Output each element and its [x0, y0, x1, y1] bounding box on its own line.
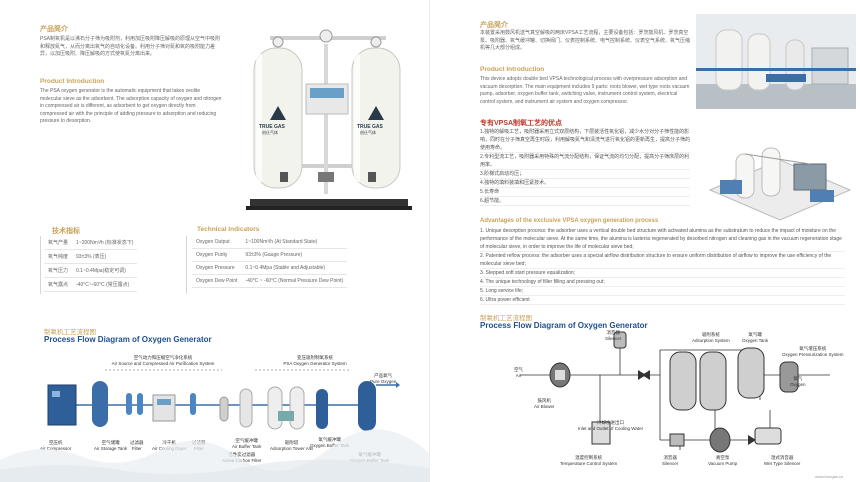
right-intro-title-en: Product Introduction — [480, 66, 545, 73]
list-item: 1. Unique desorption process: the adsorb… — [480, 227, 845, 252]
table-row: Oxygen Dew Point-40°C ~ -60°C (Normal Pr… — [192, 274, 348, 288]
machine-brand-right: TRUE GAS — [357, 124, 383, 130]
spec-key: Oxygen Pressure — [192, 261, 242, 275]
spec-value: 1~200Nm³/h (标准状态下) — [72, 236, 138, 250]
psa-oxygen-generator-image — [246, 29, 412, 210]
spec-value: 1~100Nm³/h (At Standard State) — [241, 236, 348, 249]
advantages-list-cn: 1.独特的解吸工艺，吸附器采用立式双层结构，下层装活性氧化铝，减少水分对分子筛性… — [480, 128, 690, 206]
vpsa-plant-photo — [696, 14, 856, 109]
flow-title-cn-left: 制氧机工艺流程图 — [44, 329, 96, 336]
spec-key: Oxygen Purity — [192, 248, 242, 262]
list-item: 2.专利型流工艺，吸附器采用特殊的气流分配结构，保证气流的均匀分配，提高分子筛床… — [480, 154, 690, 170]
intro-title-cn: 产品简介 — [40, 26, 68, 33]
specs-title-cn: 技术指标 — [52, 228, 80, 235]
advantages-title-cn: 专有VPSA制氧工艺的优点 — [480, 120, 563, 127]
flow-title-en-left: Process Flow Diagram of Oxygen Generator — [44, 335, 212, 344]
right-page: 产品简介 本装置采用鼓风机送气真空解吸的两床VPSA工艺流程，主要设备包括：罗茨… — [430, 0, 860, 482]
list-item: 3. Stepped soft start pressure equalizat… — [480, 269, 845, 278]
right-intro-title-cn: 产品简介 — [480, 22, 508, 29]
right-flow-diagram — [520, 331, 830, 453]
left-page: 产品简介 PSA制氧机是以沸石分子筛为吸附剂，利用加压吸附降压解吸的原理从空气中… — [0, 26, 430, 482]
table-row: 氧气露点-40°C~-60°C (常压露点) — [44, 277, 138, 292]
spec-key: 氧气纯度 — [44, 249, 73, 264]
spec-key: 氧气压力 — [44, 263, 73, 278]
vpsa-equipment-3d — [708, 147, 852, 221]
list-item: 4.独特的填料装填和压紧技术。 — [480, 179, 690, 188]
spec-value: 0.1~0.4Mpa(稳定可调) — [72, 263, 138, 278]
list-item: 6.超节能。 — [480, 197, 690, 206]
spec-value: 93±3% (Gauge Pressure) — [241, 248, 348, 262]
right-intro-body-cn: 本装置采用鼓风机送气真空解吸的两床VPSA工艺流程，主要设备包括：罗茨鼓风机、罗… — [480, 30, 691, 51]
section-air-label: 空气动力和压缩空气净化系统 Air Source and Compressed … — [111, 355, 215, 366]
list-item: 2. Patented reflow process: the adsorber… — [480, 252, 845, 269]
left-flow-diagram — [47, 369, 400, 431]
intro-body-en: The PSA oxygen generator is the automati… — [40, 88, 222, 124]
specs-divider-en — [186, 236, 187, 294]
list-item: 6. Ultra power efficient — [480, 296, 845, 305]
list-item: 1.独特的解吸工艺，吸附器采用立式双层结构，下层装活性氧化铝，减少水分对分子筛性… — [480, 129, 691, 153]
pure-oxygen-label: 产品氧气 Pure Oxygen — [370, 373, 397, 384]
advantages-list-en: 1. Unique desorption process: the adsorb… — [480, 227, 845, 305]
spec-key: Oxygen Dew Point — [192, 274, 242, 288]
list-item: 5.长寿命 — [480, 188, 690, 197]
section-psa-label: 变压吸附制氧系统 PSA Oxygen Generator System — [283, 355, 347, 366]
machine-brand-left: TRUE GAS — [259, 124, 285, 130]
spec-key: 氧气露点 — [44, 277, 73, 292]
list-item: 3.阶梯式启动均压； — [480, 170, 690, 179]
footer-url: www.truegas.cn — [815, 474, 844, 479]
advantages-title-en: Advantages of the exclusive VPSA oxygen … — [480, 218, 659, 224]
intro-title-en: Product Introduction — [40, 78, 105, 85]
right-intro-body-en: This device adopts double bed VPSA techn… — [480, 76, 690, 105]
flow-title-cn-right: 制氧机工艺流程图 — [480, 315, 532, 322]
specs-divider-cn — [40, 236, 41, 294]
list-item: 5. Long service life; — [480, 287, 845, 296]
decorative-landscape — [0, 429, 430, 482]
spec-value: -40°C ~ -60°C (Normal Pressure Dew Point… — [241, 274, 348, 288]
spec-key: Oxygen Output — [192, 236, 242, 249]
specs-title-en: Technical Indicators — [197, 226, 260, 233]
spec-value: -40°C~-60°C (常压露点) — [72, 277, 138, 292]
machine-brand-cn-left: 创仕气体 — [262, 130, 278, 135]
spec-key: 氧气产量 — [44, 236, 73, 250]
machine-brand-cn-right: 创仕气体 — [360, 130, 376, 135]
spec-value: 0.1~0.4Mpa (Stable and Adjustable) — [241, 261, 348, 275]
flow-title-en-right: Process Flow Diagram of Oxygen Generator — [480, 321, 648, 330]
list-item: 4. The unique technology of filler filli… — [480, 278, 845, 287]
intro-body-cn: PSA制氧机是以沸石分子筛为吸附剂，利用加压吸附降压解吸的原理从空气中吸附和释放… — [40, 36, 221, 57]
spec-value: 93±3% (表压) — [72, 249, 138, 264]
